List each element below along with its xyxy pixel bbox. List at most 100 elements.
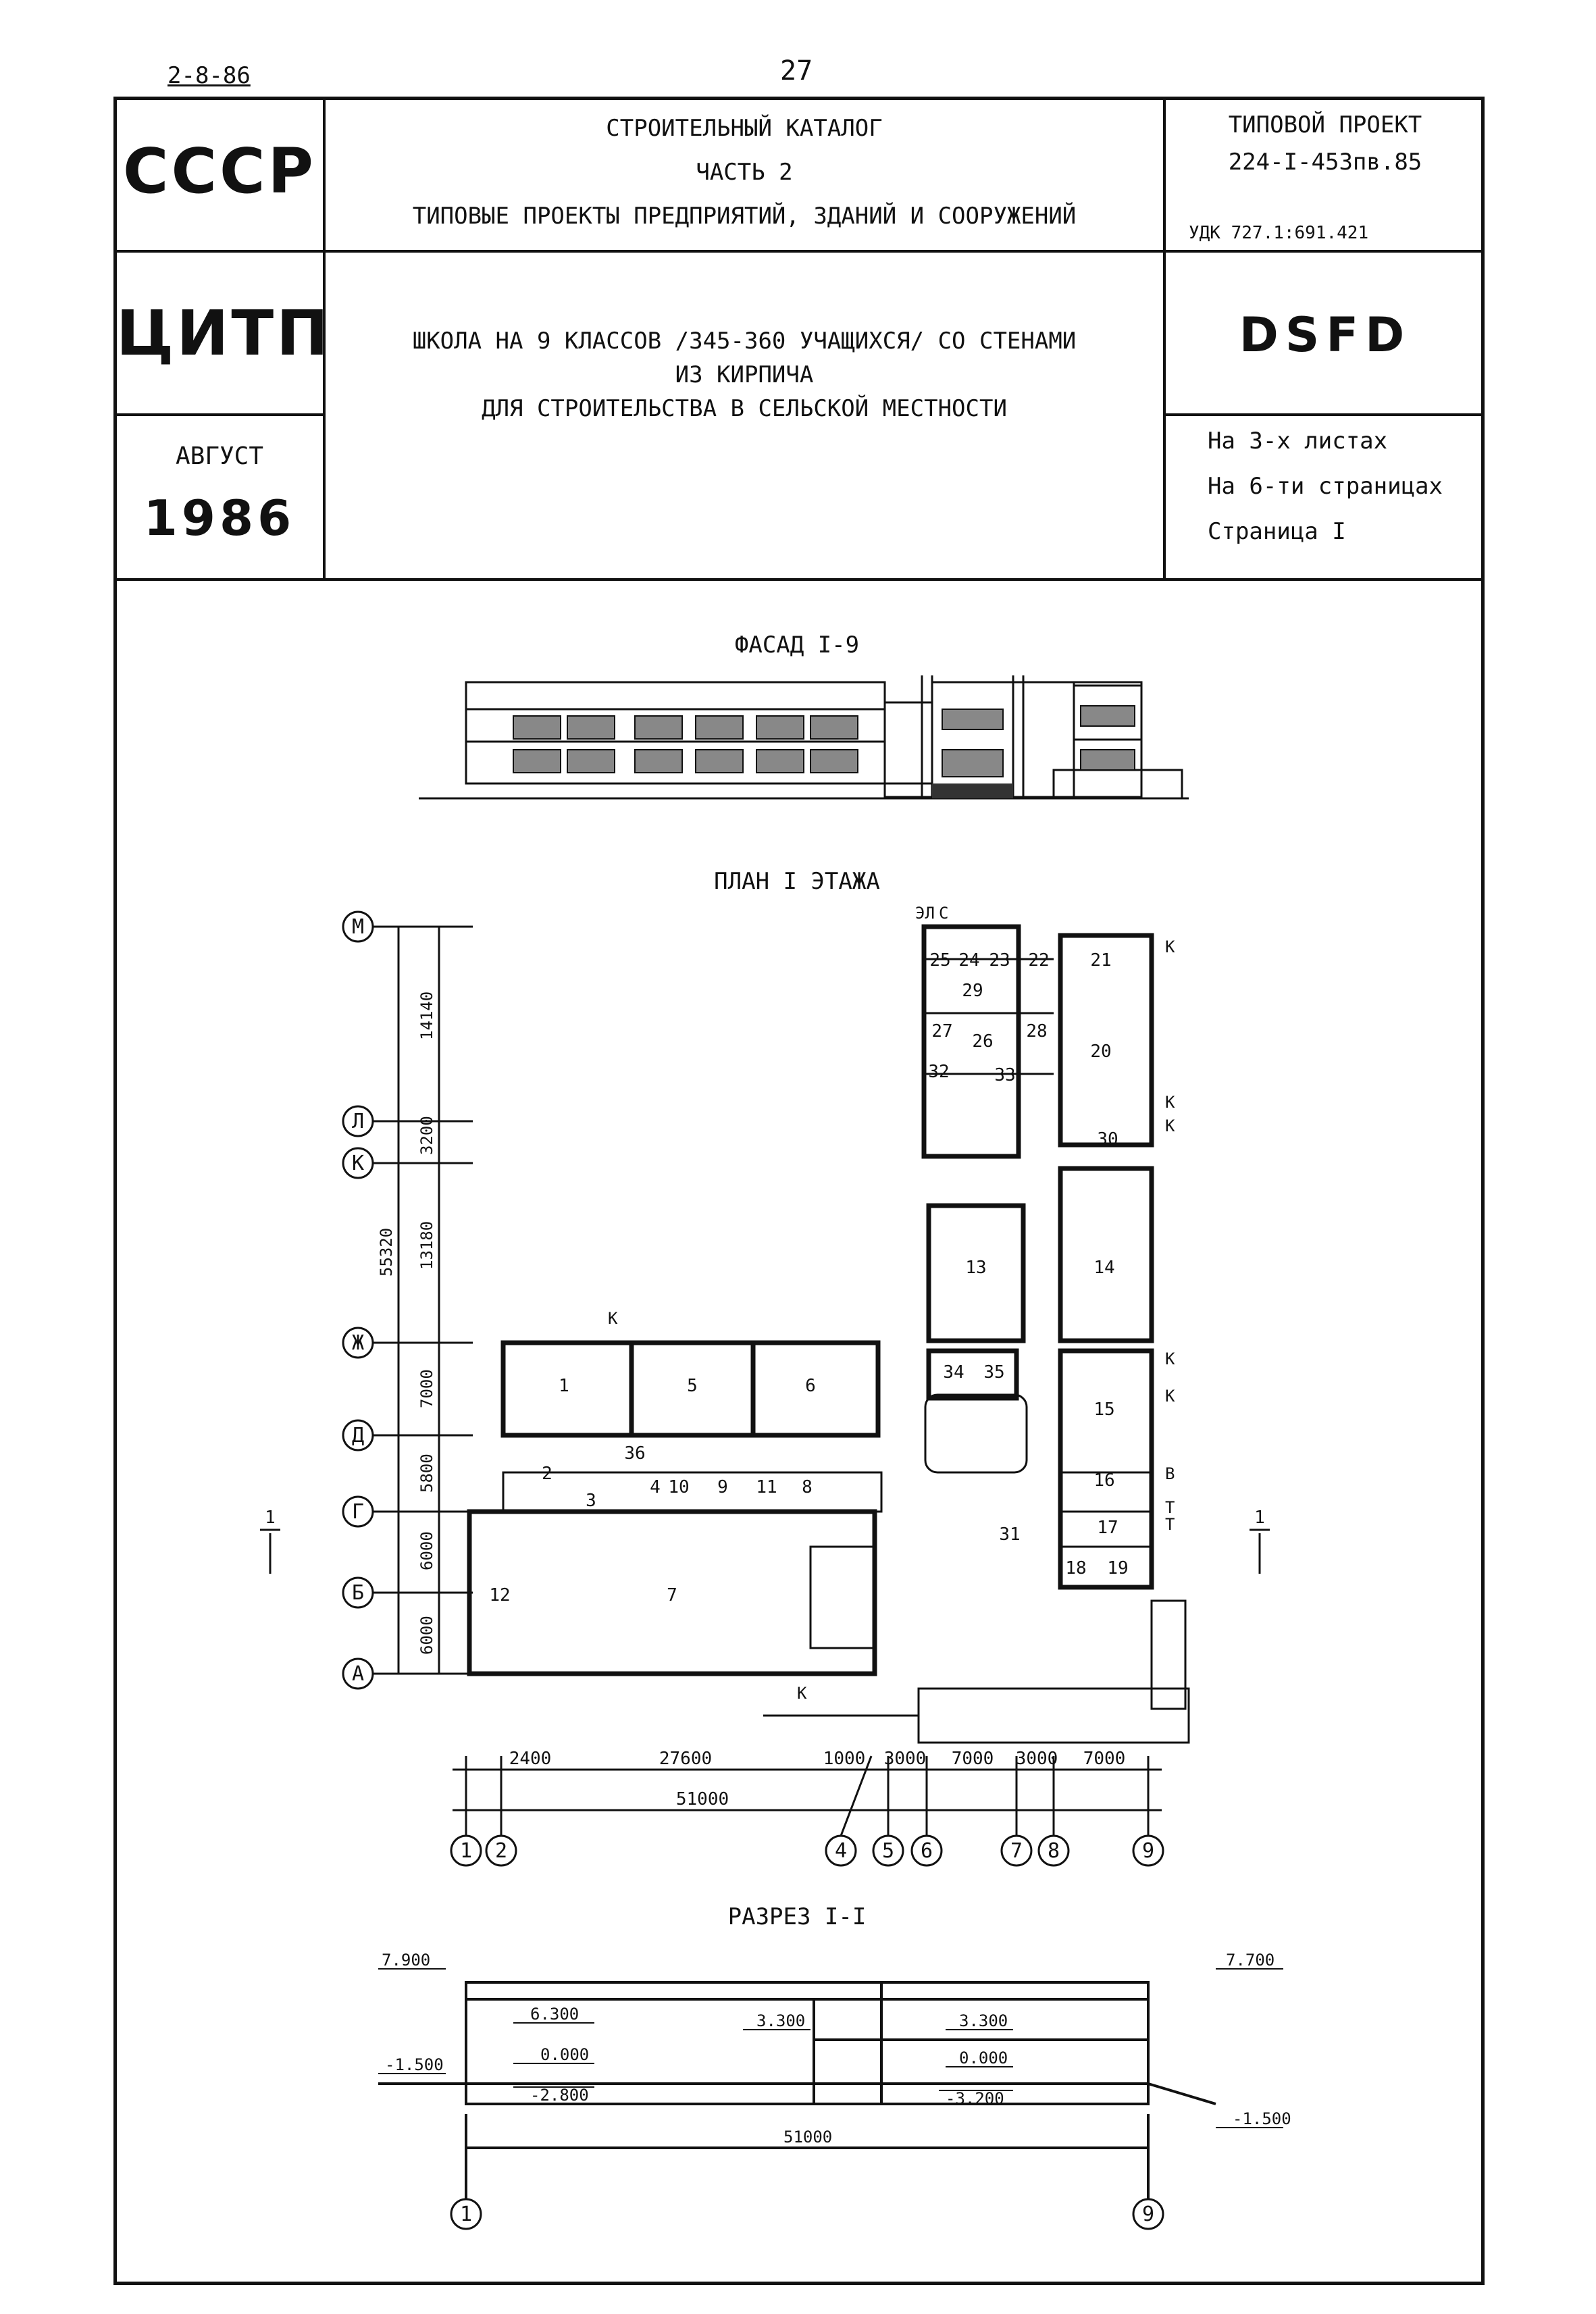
room-number: 32 <box>928 1062 949 1082</box>
room-number: 22 <box>1028 950 1049 971</box>
plan-title: ПЛАН I ЭТАЖА <box>714 868 880 895</box>
page-count: На 6-ти страницах <box>1208 473 1443 500</box>
entry-letter: К <box>1165 937 1175 956</box>
row-dimension: 13180 <box>417 1221 436 1270</box>
column-dimension: 7000 <box>952 1749 994 1769</box>
axis-col-label: 7 <box>1010 1839 1023 1863</box>
axis-col-label: 4 <box>835 1839 847 1863</box>
entry-letter: К <box>797 1684 807 1703</box>
room-number: 7 <box>667 1585 677 1605</box>
axis-col-label: 9 <box>1142 1839 1154 1863</box>
header-divider <box>1163 97 1166 581</box>
level-mark: 6.300 <box>530 2005 579 2024</box>
sheet-count: На 3-х листах <box>1208 428 1388 455</box>
axis-col-label: 9 <box>1142 2203 1154 2226</box>
entry-letter: К <box>1165 1349 1175 1368</box>
page-number: 27 <box>780 55 813 86</box>
level-mark: -3.200 <box>946 2089 1004 2108</box>
level-mark: 3.300 <box>959 2011 1008 2030</box>
catalog-part: ЧАСТЬ 2 <box>696 159 793 186</box>
catalog-code: DSFD <box>1239 307 1412 363</box>
current-page: Страница I <box>1208 518 1346 545</box>
axis-col-label: 1 <box>460 2203 472 2226</box>
room-number: 23 <box>989 950 1010 971</box>
entry-letter: Т <box>1165 1498 1175 1517</box>
row-dimension: 7000 <box>417 1369 436 1408</box>
project-name-line3: ДЛЯ СТРОИТЕЛЬСТВА В СЕЛЬСКОЙ МЕСТНОСТИ <box>482 395 1007 422</box>
axis-row-label: Г <box>352 1500 364 1524</box>
project-number: 224-I-453пв.85 <box>1228 149 1422 176</box>
issue-year: 1986 <box>143 490 296 546</box>
column-dimension: 1000 <box>823 1749 866 1769</box>
level-mark: 0.000 <box>540 2045 589 2064</box>
axis-row-label: Д <box>352 1424 364 1447</box>
udk-code: УДК 727.1:691.421 <box>1189 223 1369 243</box>
level-mark: 0.000 <box>959 2049 1008 2067</box>
level-mark: 7.900 <box>382 1951 430 1970</box>
room-number: 10 <box>668 1477 689 1497</box>
section-total-dimension: 51000 <box>783 2128 832 2146</box>
room-number: 14 <box>1093 1258 1114 1278</box>
row-dimension: 6000 <box>417 1531 436 1570</box>
room-number: 5 <box>687 1376 698 1396</box>
axis-row-label: Л <box>352 1110 364 1133</box>
entry-letter: К <box>1165 1387 1175 1406</box>
room-number: 9 <box>717 1477 728 1497</box>
room-number: 33 <box>994 1065 1015 1085</box>
total-horizontal-dimension: 51000 <box>676 1789 729 1809</box>
room-number: 26 <box>972 1031 993 1052</box>
catalog-title: СТРОИТЕЛЬНЫЙ КАТАЛОГ <box>606 115 883 142</box>
level-mark: 7.700 <box>1226 1951 1275 1970</box>
org-ussr: СССР <box>123 135 316 207</box>
axis-col-label: 6 <box>921 1839 933 1863</box>
room-number: 3 <box>586 1491 596 1511</box>
room-number: 15 <box>1093 1399 1114 1420</box>
header-divider <box>323 97 326 581</box>
room-number: 29 <box>962 981 983 1001</box>
room-number: 16 <box>1093 1470 1114 1491</box>
header-divider <box>1163 413 1485 416</box>
room-number: 35 <box>983 1362 1004 1383</box>
room-number: 31 <box>999 1524 1020 1545</box>
org-citp: ЦИТП <box>116 297 332 369</box>
row-dimension: 5800 <box>417 1454 436 1493</box>
room-number: 21 <box>1090 950 1111 971</box>
room-number: 30 <box>1097 1129 1118 1150</box>
entry-letter: ЭЛ <box>915 904 935 923</box>
axis-row-label: Б <box>352 1581 364 1605</box>
entry-letter: Т <box>1165 1515 1175 1534</box>
entry-letter: К <box>608 1309 618 1328</box>
axis-row-label: М <box>352 915 364 939</box>
row-dimension: 3200 <box>417 1116 436 1155</box>
header-divider <box>113 578 1485 581</box>
entry-letter: К <box>1165 1093 1175 1112</box>
room-number: 13 <box>965 1258 986 1278</box>
section-title: РАЗРЕЗ I-I <box>727 1903 867 1930</box>
catalog-subtitle: ТИПОВЫЕ ПРОЕКТЫ ПРЕДПРИЯТИЙ, ЗДАНИЙ И СО… <box>412 203 1077 230</box>
axis-col-label: 5 <box>882 1839 894 1863</box>
room-number: 19 <box>1107 1558 1128 1578</box>
section-marker: 1 <box>1254 1508 1265 1528</box>
column-dimension: 27600 <box>659 1749 712 1769</box>
header-divider <box>113 413 326 416</box>
column-dimension: 7000 <box>1083 1749 1126 1769</box>
facade-title: ФАСАД I-9 <box>734 632 860 659</box>
level-mark: -1.500 <box>385 2055 444 2074</box>
level-mark: 3.300 <box>756 2011 805 2030</box>
axis-row-label: Ж <box>352 1331 364 1355</box>
drawing-sheet <box>113 97 1485 2285</box>
room-number: 8 <box>802 1477 813 1497</box>
issue-month: АВГУСТ <box>175 442 264 470</box>
row-dimension: 14140 <box>417 992 436 1040</box>
room-number: 4 <box>650 1477 661 1497</box>
room-number: 28 <box>1026 1021 1047 1042</box>
row-dimension: 6000 <box>417 1616 436 1655</box>
room-number: 12 <box>489 1585 510 1605</box>
room-number: 36 <box>624 1443 645 1464</box>
room-number: 6 <box>805 1376 816 1396</box>
room-number: 20 <box>1090 1042 1111 1062</box>
room-number: 18 <box>1065 1558 1086 1578</box>
